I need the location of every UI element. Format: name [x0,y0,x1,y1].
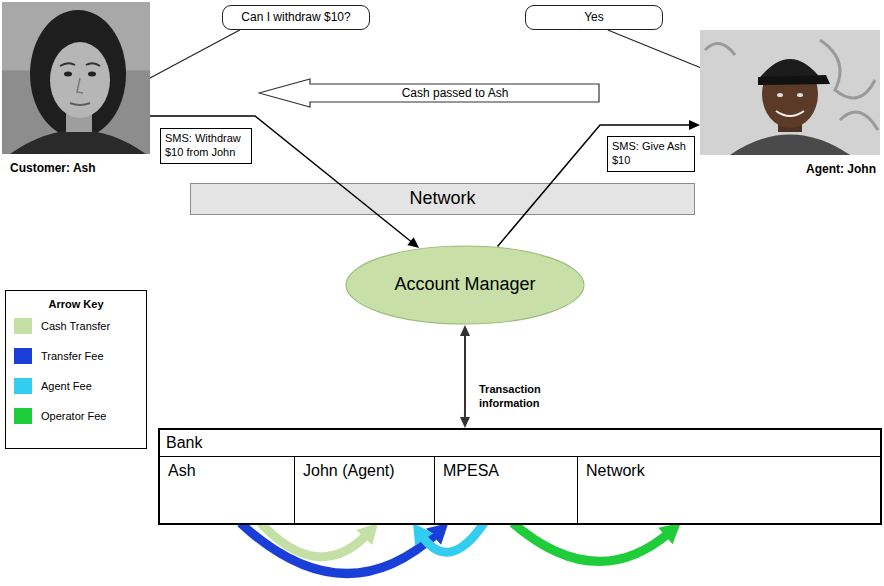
fee-arrow [421,523,484,552]
connector [150,30,240,78]
photo-illustration [776,111,804,116]
legend-row: Cash Transfer [14,318,138,334]
sms-box: SMS: Give Ash $10 [607,136,695,172]
legend-text: Agent Fee [41,380,92,392]
bank-account-cell: MPESA [434,456,577,523]
photo-illustration [2,2,150,154]
speech-bubble: Can I withdraw $10? [222,5,370,30]
photo-illustration [705,40,878,130]
person-caption: Customer: Ash [2,161,150,175]
edge-label-text: SMS: Give Ash $10 [612,140,690,168]
connector-line [608,30,700,68]
node-label: Network [409,188,475,210]
bank-table: BankAsh John (Agent) MPESA Network [158,428,882,525]
arrowhead [689,120,700,130]
photo-illustration [30,10,126,138]
photo-illustration [777,93,783,97]
node-label: Account Manager [394,274,535,296]
legend-text: Transfer Fee [41,350,104,362]
photo-illustration [50,42,110,118]
cash-arrow-outline [259,79,599,107]
sms-box: SMS: Withdraw $10 from John [160,128,252,164]
node-label: Can I withdraw $10? [241,10,350,24]
photo-illustration [88,72,96,77]
node-label: Yes [584,10,604,24]
photo-illustration [758,75,830,85]
legend-title: Arrow Key [6,298,146,310]
legend-swatch [14,378,32,394]
connector-line [464,333,466,420]
fee-arrow [240,523,438,573]
arrowhead [460,417,470,428]
legend-text: Cash Transfer [41,320,110,332]
arrowhead [407,237,419,248]
network-band: Network [190,183,695,215]
legend-swatch [14,318,32,334]
legend-row: Transfer Fee [14,348,138,364]
photo-illustration [64,72,72,77]
edge-label-text: SMS: Withdraw $10 from John [165,132,247,160]
person-photo: Agent: John [700,30,880,155]
arrowhead [413,523,433,546]
photo-illustration [797,93,803,97]
account-manager-ellipse: Account Manager [345,245,585,325]
photo-illustration [730,135,850,156]
legend-swatch [14,348,32,364]
legend-row: Agent Fee [14,378,138,394]
legend-text: Operator Fee [41,410,106,422]
connector [413,523,484,552]
person-photo: Customer: Ash [2,2,150,154]
photo-illustration [10,130,146,154]
fee-arrow [513,523,670,561]
connector [240,523,448,573]
photo-illustration [700,30,880,155]
bank-account-cell: Ash [160,456,294,523]
legend-swatch [14,408,32,424]
bank-account-cell: John (Agent) [294,456,434,523]
legend-row: Operator Fee [14,408,138,424]
edge-label: Transaction information [475,380,567,414]
photo-illustration [70,103,90,105]
ellipse-outline [346,246,584,324]
arrowhead [658,523,680,544]
arrowhead [460,325,470,336]
photo-illustration [77,78,83,93]
bank-account-cell: Network [577,456,880,523]
connector-line [150,116,413,243]
node-label: MPESA [435,457,507,484]
person-caption: Agent: John [700,162,880,176]
node-label: Bank [160,430,208,455]
arrowhead [356,523,378,545]
connector [513,523,681,561]
connector-line [150,30,240,78]
node-label: Ash [160,457,204,484]
node-label: Cash passed to Ash [402,86,509,100]
edge-label-text: Transaction information [479,383,563,411]
photo-illustration [60,63,100,66]
node-label: John (Agent) [295,457,403,484]
photo-illustration [2,2,150,154]
speech-bubble: Yes [525,5,663,30]
connector [608,30,700,68]
cash-arrow: Cash passed to Ash [258,78,600,108]
node-label: Network [578,457,653,484]
photo-illustration [700,30,880,155]
connector [460,325,470,428]
legend-box: Arrow KeyCash TransferTransfer FeeAgent … [5,290,147,449]
